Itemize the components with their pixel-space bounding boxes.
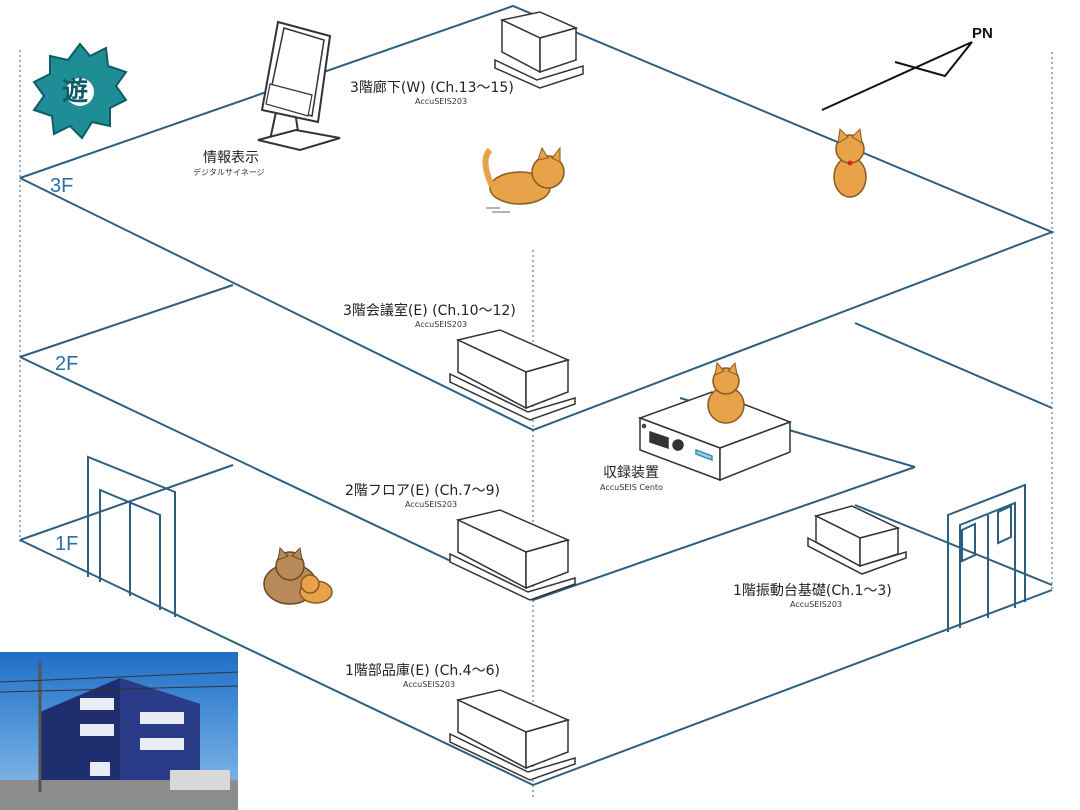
sensor-model-3f-corridor: AccuSEIS203 [415,97,467,106]
sensor-box-3f-corridor [494,11,584,89]
sitting-cat-icon [833,127,867,198]
door-left [87,455,176,617]
sensor-model-1f-parts: AccuSEIS203 [403,680,455,689]
sensor-label-3f-meeting: 3階会議室(E) (Ch.10～12) [343,302,516,319]
sensor-model-2f-floor: AccuSEIS203 [405,500,457,509]
recorder-sublabel: AccuSEIS Cento [600,483,663,492]
sensor-box-1f-foundation [807,505,907,575]
sensor-box-2f-floor [449,509,576,601]
signage-label: 情報表示 [203,150,259,166]
gear-logo-icon: 遊 [32,42,128,140]
floor-plane-2f [19,284,1053,601]
running-cat-icon [482,146,565,213]
grooming-cat-icon [707,361,745,424]
floor-label-1f: 1F [55,533,78,555]
sensor-model-3f-meeting: AccuSEIS203 [415,320,467,329]
sensor-box-3f-meeting [449,329,576,421]
sensor-label-3f-corridor: 3階廊下(W) (Ch.13～15) [350,79,514,96]
sensor-model-1f-foundation: AccuSEIS203 [790,600,842,609]
north-label: PN [972,25,993,42]
floor-label-2f: 2F [55,353,78,375]
digital-signage-icon [257,20,341,152]
floor-plane-1f [19,464,1053,786]
svg-text:遊: 遊 [62,76,88,107]
sensor-label-1f-foundation: 1階振動台基礎(Ch.1～3) [733,582,892,599]
recorder-label: 収録装置 [603,465,659,481]
sensor-box-1f-parts [449,689,576,781]
door-right [947,483,1026,632]
sensor-label-2f-floor: 2階フロア(E) (Ch.7～9) [345,483,500,499]
sensor-label-1f-parts: 1階部品庫(E) (Ch.4～6) [345,662,500,679]
floor-label-3f: 3F [50,175,73,197]
cat-pair-icon [263,546,333,605]
floor-plane-3f [19,4,1055,432]
signage-sublabel: デジタルサイネージ [193,167,265,177]
north-arrow-icon [821,41,973,111]
building-photo [0,652,238,810]
